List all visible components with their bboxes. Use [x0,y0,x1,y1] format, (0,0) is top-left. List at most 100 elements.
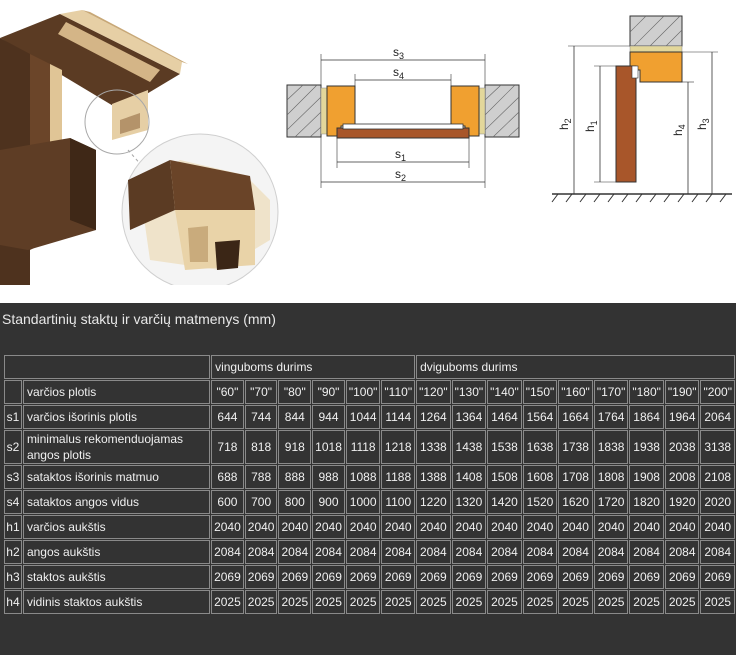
column-header: "150" [522,380,558,404]
table-cell: 1738 [558,430,593,464]
table-cell: 944 [312,405,345,429]
column-header: "170" [593,380,629,404]
table-cell: 2084 [345,540,381,564]
column-header: "180" [629,380,664,404]
table-cell: 1808 [593,465,629,489]
table-cell: 2025 [558,590,593,614]
row-code: s3 [4,465,22,489]
table-cell: 2040 [487,515,522,539]
column-header: "90" [312,380,345,404]
row-code: s4 [4,490,22,514]
table-cell: 1364 [451,405,487,429]
table-cell: 2025 [522,590,558,614]
table-cell: 2025 [345,590,381,614]
table-cell: 1188 [381,465,416,489]
table-cell: 700 [244,490,278,514]
table-cell: 2025 [211,590,244,614]
table-cell: 2069 [312,565,345,589]
table-cell: 2040 [593,515,629,539]
table-cell: 2069 [381,565,416,589]
row-label: minimalus rekomenduojamas angos plotis [22,430,211,464]
table-cell: 1264 [416,405,451,429]
table-cell: 2069 [629,565,664,589]
table-cell: 2040 [416,515,451,539]
table-cell: 2069 [278,565,312,589]
table-cell: 1664 [558,405,593,429]
table-cell: 2069 [416,565,451,589]
table-cell: 2084 [593,540,629,564]
table-cell: 2040 [278,515,312,539]
table-cell: 1708 [558,465,593,489]
table-cell: 2069 [211,565,244,589]
column-header: "190" [664,380,700,404]
table-cell: 1464 [487,405,522,429]
table-cell: 1338 [416,430,451,464]
row-label: angos aukštis [22,540,211,564]
row-code: h2 [4,540,22,564]
row-code: h1 [4,515,22,539]
table-cell: 2025 [629,590,664,614]
table-cell: 2040 [558,515,593,539]
column-header: "70" [244,380,278,404]
table-cell: 2040 [312,515,345,539]
label-s3: s3 [393,45,404,61]
table-cell: 3138 [700,430,735,464]
table-cell: 2084 [211,540,244,564]
table-cell: 788 [244,465,278,489]
table-cell: 1388 [416,465,451,489]
column-header: "60" [211,380,244,404]
table-cell: 1638 [522,430,558,464]
table-cell: 2069 [664,565,700,589]
column-header: "80" [278,380,312,404]
table-cell: 2025 [416,590,451,614]
table-cell: 1520 [522,490,558,514]
table-cell: 2025 [664,590,700,614]
row-code: h4 [4,590,22,614]
table-cell: 600 [211,490,244,514]
column-header: "200" [700,380,735,404]
table-cell: 2040 [664,515,700,539]
table-cell: 1088 [345,465,381,489]
table-cell: 2069 [558,565,593,589]
table-cell: 2069 [345,565,381,589]
table-cell: 818 [244,430,278,464]
table-cell: 1218 [381,430,416,464]
group-double-header: dviguboms durims [416,355,735,379]
table-cell: 988 [312,465,345,489]
table-cell: 688 [211,465,244,489]
table-cell: 800 [278,490,312,514]
column-header: "140" [487,380,522,404]
row-code: s2 [4,430,22,464]
table-cell: 1820 [629,490,664,514]
column-header: "110" [381,380,416,404]
door-frame-illustration [0,10,279,285]
label-h4: h4 [671,124,687,136]
table-cell: 2084 [278,540,312,564]
table-cell: 2040 [700,515,735,539]
row-code: s1 [4,405,22,429]
table-cell: 1408 [451,465,487,489]
table-cell: 1000 [345,490,381,514]
table-cell: 1118 [345,430,381,464]
column-header: "120" [416,380,451,404]
table-cell: 1908 [629,465,664,489]
table-cell: 2084 [664,540,700,564]
row-code [4,380,22,404]
label-s2: s2 [395,167,406,183]
row-label: varčios išorinis plotis [22,405,211,429]
table-cell: 918 [278,430,312,464]
table-cell: 1420 [487,490,522,514]
table-cell: 2040 [381,515,416,539]
table-cell: 2069 [593,565,629,589]
table-cell: 1508 [487,465,522,489]
dimensions-section: Standartinių staktų ir varčių matmenys (… [0,303,736,655]
table-cell: 2025 [312,590,345,614]
table-cell: 1608 [522,465,558,489]
table-cell: 2084 [244,540,278,564]
table-cell: 2040 [522,515,558,539]
